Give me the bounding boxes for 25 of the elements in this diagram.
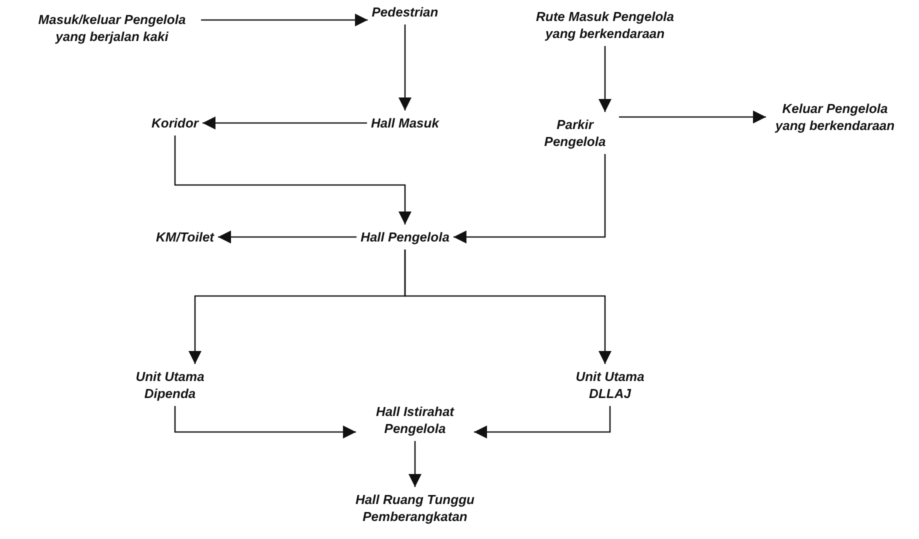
arrow bbox=[398, 24, 412, 110]
arrow bbox=[619, 110, 766, 124]
node-label: KM/Toilet bbox=[156, 228, 214, 246]
node-label: Unit Utama Dipenda bbox=[125, 368, 215, 402]
node-label: Masuk/keluar Pengelola yang berjalan kaki bbox=[27, 11, 197, 45]
arrow bbox=[218, 230, 357, 244]
arrow bbox=[174, 136, 412, 224]
arrow bbox=[598, 46, 612, 112]
node-label: Koridor bbox=[152, 114, 198, 132]
arrow bbox=[174, 406, 356, 438]
node-label: Hall Masuk bbox=[371, 114, 439, 132]
arrow bbox=[404, 250, 612, 364]
node-label: Keluar Pengelola yang berkendaraan bbox=[770, 100, 900, 134]
node-label: Hall Ruang Tunggu Pemberangkatan bbox=[325, 491, 505, 525]
node-label: Rute Masuk Pengelola yang berkendaraan bbox=[520, 8, 690, 42]
arrow bbox=[201, 14, 368, 26]
arrow bbox=[202, 116, 368, 130]
arrow bbox=[408, 441, 422, 487]
node-label: Unit Utama DLLAJ bbox=[565, 368, 655, 402]
arrow bbox=[474, 406, 611, 438]
node-label: Pedestrian bbox=[372, 4, 438, 20]
node-label: Parkir Pengelola bbox=[535, 116, 615, 150]
node-label: Hall Pengelola bbox=[360, 228, 450, 246]
node-label: Hall Istirahat Pengelola bbox=[360, 403, 470, 437]
arrow bbox=[453, 154, 606, 244]
